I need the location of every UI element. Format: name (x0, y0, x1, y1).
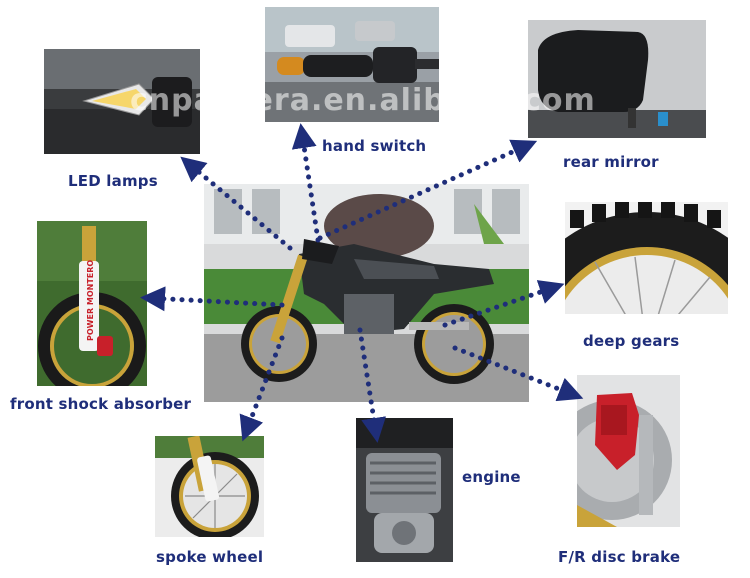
front-shock-image: POWER MONTERO (37, 221, 147, 386)
deep-gears-image (565, 202, 728, 314)
spoke-wheel-photo (155, 436, 264, 537)
engine-image (356, 418, 453, 562)
fr-disc-brake-label: F/R disc brake (558, 548, 681, 566)
hand-switch-label: hand switch (322, 137, 427, 155)
engine-photo (356, 418, 453, 562)
hand-switch-image (265, 7, 439, 122)
engine-label: engine (462, 468, 521, 486)
deep-gears-photo (565, 202, 728, 314)
front-shock-photo: POWER MONTERO (37, 221, 147, 386)
motorcycle-image (204, 184, 529, 402)
motorcycle-photo (204, 184, 529, 402)
led-lamps-photo (44, 49, 200, 154)
led-lamp-image (44, 49, 200, 154)
disc-brake-photo (577, 375, 680, 527)
front-shock-absorber-label: front shock absorber (10, 395, 192, 413)
rear-mirror-image (528, 20, 706, 138)
rear-mirror-photo (528, 20, 706, 138)
hand-switch-photo (265, 7, 439, 122)
deep-gears-label: deep gears (583, 332, 680, 350)
rear-mirror-label: rear mirror (563, 153, 659, 171)
spoke-wheel-label: spoke wheel (156, 548, 264, 566)
led-lamps-label: LED lamps (68, 172, 158, 190)
spoke-wheel-image (155, 436, 264, 537)
disc-brake-image (577, 375, 680, 527)
fork-sticker-text: POWER MONTERO (86, 260, 95, 341)
